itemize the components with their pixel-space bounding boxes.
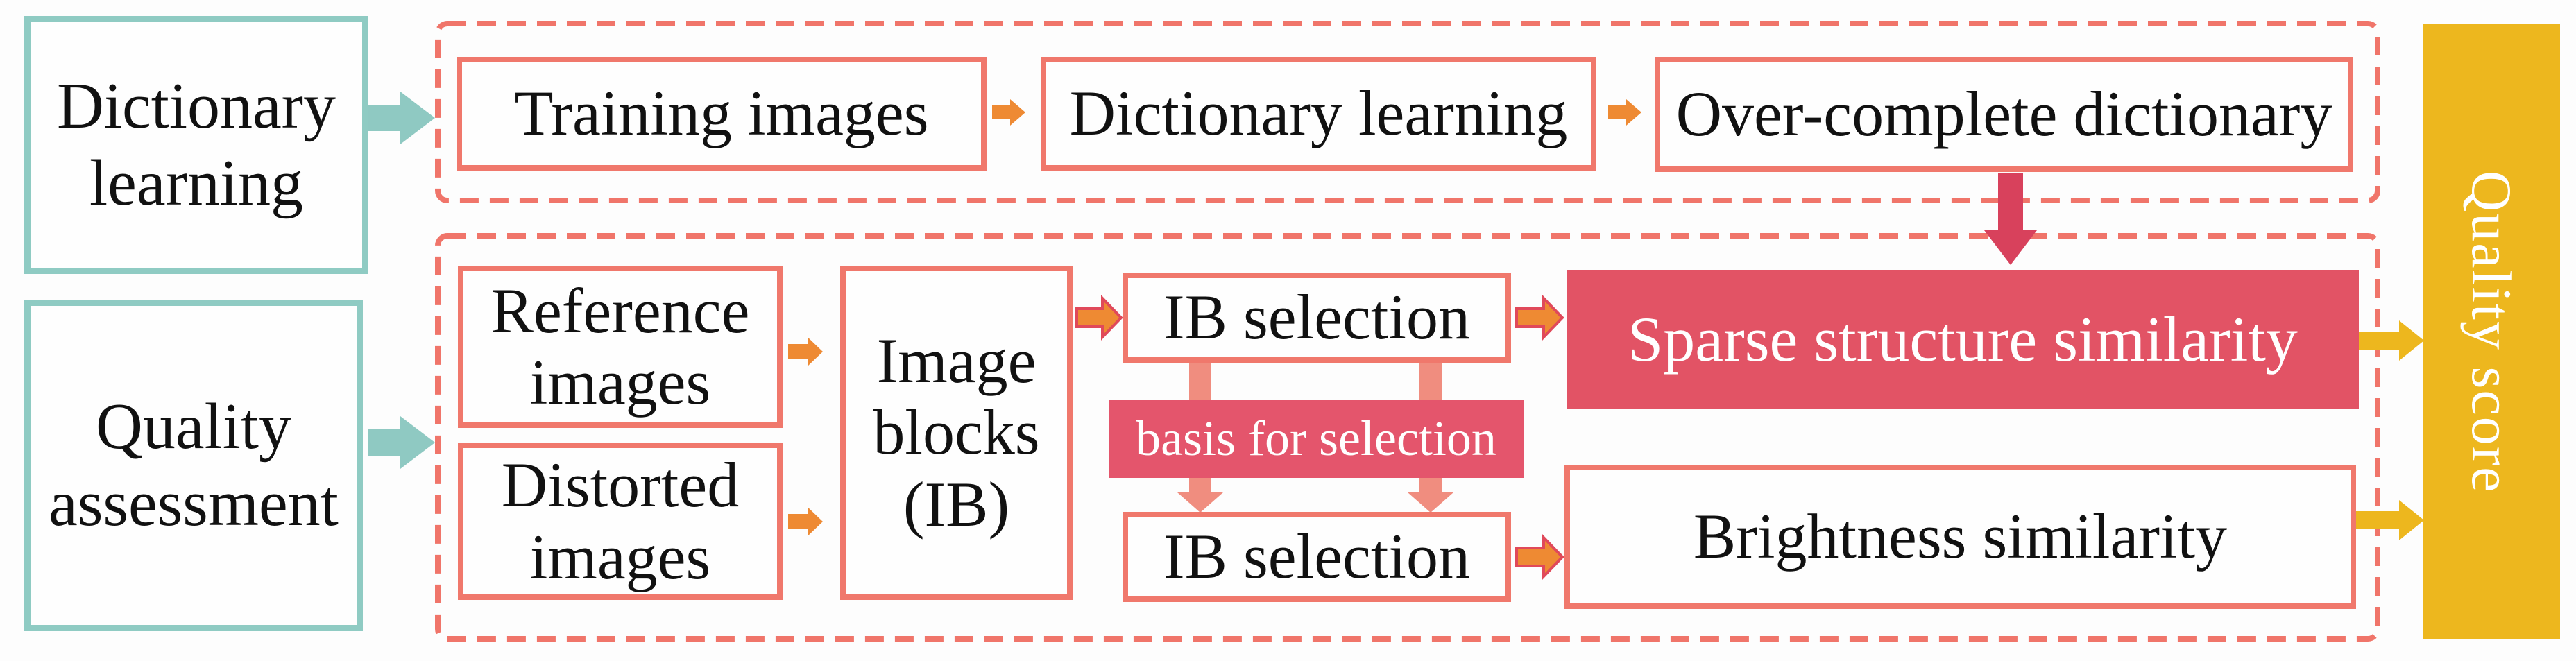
training-images-box: Training images [457,57,987,171]
quality-assessment-stage-label-line2: assessment [49,467,339,540]
ib-selection-bottom-box: IB selection [1123,512,1511,602]
dictionary-learning-process-label: Dictionary learning [1069,78,1568,149]
arrow-blocks-to-ibselection-top-icon [1075,295,1123,341]
arrow-overcomplete-to-sparse-icon [1984,173,2037,265]
image-blocks-label-line1: Image [876,325,1037,397]
dictionary-learning-stage-label-line1: Dictionary [57,70,336,143]
brightness-similarity-label: Brightness similarity [1693,501,2228,572]
brightness-similarity-box: Brightness similarity [1564,465,2356,609]
reference-images-label-line2: images [529,347,711,418]
quality-assessment-stage-box: Quality assessment [24,300,363,631]
image-blocks-label-line2: blocks [873,397,1040,468]
quality-assessment-group-dashed-frame [435,233,2380,642]
arrow-ibselection-to-brightness-icon [1515,534,1564,580]
connector-ibselection-right-upper [1419,360,1442,400]
arrow-ibselection-to-sparse-icon [1515,295,1564,341]
arrow-distorted-to-blocks-icon [788,507,823,536]
distorted-images-label-line1: Distorted [501,449,740,521]
arrow-training-to-dictlearning-icon [992,99,1025,126]
quality-score-box: Quality score [2423,24,2560,639]
sparse-structure-similarity-label: Sparse structure similarity [1628,303,2298,375]
reference-images-box: Reference images [458,266,783,428]
dictionary-learning-group-dashed-frame [435,21,2380,203]
sparse-structure-similarity-box: Sparse structure similarity [1567,270,2359,409]
quality-score-label: Quality score [2460,170,2523,494]
basis-for-selection-label: basis for selection [1136,411,1496,466]
arrow-dictlearning-to-overcomplete-icon [1608,99,1641,126]
connector-ibselection-right-arrow-icon [1408,477,1453,513]
image-blocks-box: Image blocks (IB) [840,266,1073,600]
arrow-reference-to-blocks-icon [788,337,823,366]
teal-arrow-dictionary-learning-icon [368,92,435,144]
basis-for-selection-box: basis for selection [1109,400,1524,478]
connector-ibselection-left-arrow-icon [1177,477,1223,513]
ib-selection-top-box: IB selection [1123,273,1511,363]
dictionary-learning-process-box: Dictionary learning [1041,57,1596,171]
teal-arrow-quality-assessment-icon [368,416,435,469]
dictionary-learning-stage-box: Dictionary learning [24,16,368,274]
arrow-sparse-to-score-icon [2356,320,2424,361]
dictionary-learning-stage-label-line2: learning [89,147,303,219]
distorted-images-label-line2: images [529,521,711,592]
distorted-images-box: Distorted images [458,443,783,600]
image-blocks-label-line3: (IB) [903,468,1010,540]
overcomplete-dictionary-box: Over-complete dictionary [1655,57,2353,172]
ib-selection-top-label: IB selection [1163,282,1470,353]
reference-images-label-line1: Reference [491,275,750,346]
connector-ibselection-left-upper [1189,360,1211,400]
training-images-label: Training images [514,78,929,149]
arrow-brightness-to-score-icon [2356,500,2424,540]
ib-selection-bottom-label: IB selection [1163,521,1470,592]
quality-assessment-stage-label-line1: Quality [96,390,291,463]
overcomplete-dictionary-label: Over-complete dictionary [1675,78,2332,150]
